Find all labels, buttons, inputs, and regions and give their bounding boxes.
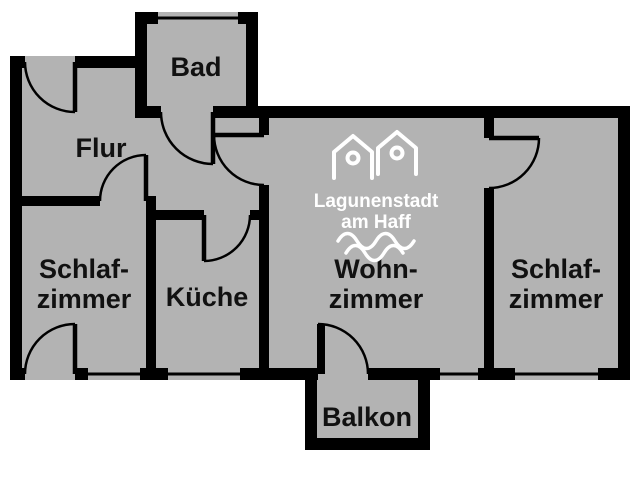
wall-segment <box>484 188 494 380</box>
door-arc <box>488 137 541 190</box>
wall-segment <box>135 106 161 118</box>
wall-segment <box>10 196 100 206</box>
house-left-window-icon <box>345 150 361 166</box>
wall-segment <box>484 112 494 138</box>
logo-text: Lagunenstadt am Haff <box>314 191 439 233</box>
wall-segment <box>618 106 630 380</box>
wave-line <box>344 243 405 263</box>
windows <box>88 16 598 376</box>
window <box>158 16 238 20</box>
door-arc <box>317 322 370 375</box>
door-arc <box>23 61 76 114</box>
wall-segment <box>246 106 630 118</box>
label-flur: Flur <box>76 133 127 163</box>
wall-segment <box>478 368 515 380</box>
house-right-icon <box>376 130 418 176</box>
window <box>88 372 140 376</box>
door-arc <box>23 322 76 375</box>
room-area-balkon <box>305 368 430 450</box>
wall-segment <box>305 438 430 450</box>
room-area-bad <box>135 12 258 118</box>
wall-segment <box>598 368 630 380</box>
window <box>515 372 598 376</box>
wall-segment <box>146 210 204 220</box>
room-areas <box>13 12 624 450</box>
wall-segment <box>259 112 269 135</box>
wall-segment <box>10 368 25 380</box>
label-balkon: Balkon <box>322 402 412 432</box>
house-left-icon <box>332 134 374 180</box>
logo-waves-icon <box>336 231 416 263</box>
label-kueche: Küche <box>166 282 249 312</box>
wall-segment <box>135 12 147 118</box>
logo-line1: Lagunenstadt <box>314 191 439 212</box>
house-right-window-icon <box>389 145 405 161</box>
label-wohnzimmer-2: zimmer <box>329 284 424 314</box>
door-arc <box>203 214 252 263</box>
wall-segment <box>418 368 430 450</box>
label-schlafzimmer-rechts-2: zimmer <box>509 284 604 314</box>
wall-segment <box>213 106 246 118</box>
label-schlafzimmer-links-2: zimmer <box>37 284 132 314</box>
label-schlafzimmer-links-1: Schlaf- <box>39 254 129 284</box>
label-wohnzimmer-1: Wohn- <box>334 254 417 284</box>
label-schlafzimmer-rechts-1: Schlaf- <box>511 254 601 284</box>
door-arc <box>98 153 147 202</box>
wall-segment <box>246 12 258 118</box>
wall-segment <box>10 56 22 380</box>
wall-segment <box>135 12 158 24</box>
door-leaves <box>72 62 539 374</box>
label-bad: Bad <box>170 52 221 82</box>
window <box>440 372 478 376</box>
logo: Lagunenstadt am Haff <box>314 130 439 263</box>
logo-line2: am Haff <box>341 212 411 233</box>
logo-houses-icon <box>332 130 418 180</box>
wall-segment <box>259 185 269 380</box>
door-arc <box>159 111 214 166</box>
walls <box>10 12 630 450</box>
wall-segment <box>75 368 88 380</box>
window <box>168 372 240 376</box>
wall-segment <box>146 196 156 380</box>
wall-segment <box>75 56 141 68</box>
wall-segment <box>238 12 258 24</box>
wall-segment <box>305 368 317 450</box>
